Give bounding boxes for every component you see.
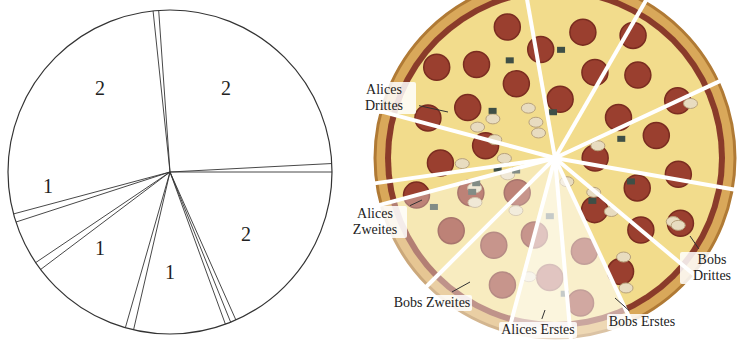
mushroom bbox=[671, 220, 685, 230]
slice-label: Alices Erstes bbox=[499, 322, 576, 338]
leader-line bbox=[542, 310, 545, 319]
cut-line bbox=[170, 172, 225, 324]
leader-line bbox=[615, 298, 630, 311]
olive bbox=[506, 57, 514, 63]
slice-label: Bobs Zweites bbox=[392, 295, 473, 311]
slice-label: Bobs Drittes bbox=[680, 252, 744, 284]
slice-cut bbox=[371, 158, 555, 184]
cut-line bbox=[170, 164, 332, 172]
leader-line bbox=[452, 282, 470, 292]
olive bbox=[557, 47, 565, 53]
olive bbox=[588, 198, 596, 204]
slice-cut bbox=[507, 158, 555, 338]
pepperoni bbox=[494, 14, 520, 40]
cut-line bbox=[125, 172, 170, 328]
cut-line bbox=[170, 172, 332, 173]
olive bbox=[617, 136, 625, 142]
sector-number: 1 bbox=[163, 261, 177, 284]
mushroom bbox=[617, 252, 631, 262]
cut-line bbox=[170, 172, 231, 322]
mushroom bbox=[532, 128, 546, 138]
olive bbox=[549, 109, 557, 115]
slice-label: Alices Zweites bbox=[343, 206, 407, 238]
sector-number: 1 bbox=[41, 175, 55, 198]
sector-number: 2 bbox=[93, 77, 107, 100]
cut-line bbox=[159, 10, 170, 172]
slice-cut bbox=[555, 158, 738, 190]
slice-cut bbox=[375, 158, 555, 206]
cut-line bbox=[41, 172, 170, 269]
pepperoni bbox=[455, 95, 481, 121]
cut-line bbox=[14, 172, 170, 214]
pepperoni bbox=[570, 19, 596, 45]
slice-cut bbox=[375, 110, 555, 158]
sector-number: 2 bbox=[219, 77, 233, 100]
pepperoni bbox=[643, 123, 669, 149]
mushroom bbox=[486, 114, 500, 124]
mushroom bbox=[471, 122, 485, 132]
mushroom bbox=[684, 98, 698, 108]
olive bbox=[627, 178, 635, 184]
circle-outline bbox=[8, 10, 332, 334]
cut-line bbox=[153, 11, 170, 172]
pepperoni bbox=[624, 175, 650, 201]
mushroom bbox=[455, 159, 469, 169]
pepperoni bbox=[667, 210, 693, 236]
cut-line bbox=[16, 172, 170, 222]
pepperoni bbox=[424, 54, 450, 80]
pepperoni bbox=[625, 62, 651, 88]
cut-line bbox=[170, 172, 236, 320]
mushroom bbox=[619, 283, 633, 293]
slice-cut bbox=[523, 0, 555, 158]
olive bbox=[489, 108, 497, 114]
cut-line bbox=[36, 172, 170, 263]
pepperoni bbox=[503, 71, 529, 97]
slice-cut bbox=[555, 158, 697, 278]
mushroom bbox=[497, 153, 511, 163]
slice-cut bbox=[555, 158, 571, 343]
slice-cut bbox=[555, 79, 724, 158]
leader-line bbox=[410, 200, 422, 206]
sector-number: 1 bbox=[93, 237, 107, 260]
slice-label: Alices Drittes bbox=[352, 82, 416, 114]
sector-number: 2 bbox=[239, 223, 253, 246]
slice-cut bbox=[423, 158, 555, 290]
pepperoni bbox=[547, 86, 573, 112]
mushroom bbox=[529, 117, 543, 127]
leader-line bbox=[690, 236, 699, 249]
pepperoni bbox=[464, 51, 490, 77]
pepperoni bbox=[528, 37, 554, 63]
leader-line bbox=[419, 106, 448, 112]
mushroom bbox=[521, 103, 535, 113]
slice-label: Bobs Erstes bbox=[607, 314, 678, 330]
